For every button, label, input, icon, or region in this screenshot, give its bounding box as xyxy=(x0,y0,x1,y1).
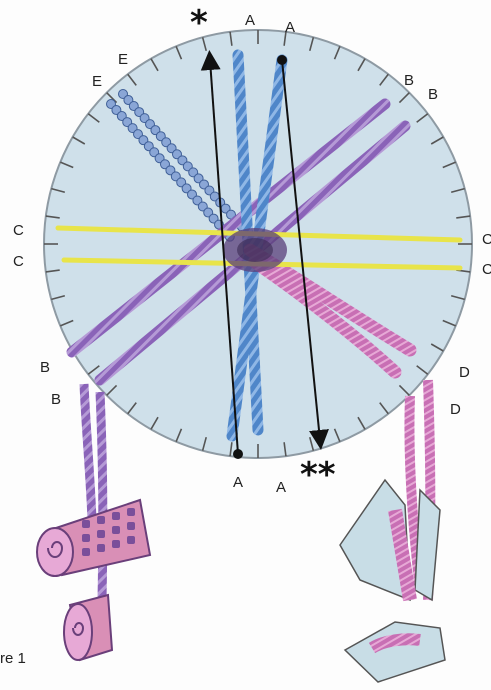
label-b-top-2: B xyxy=(428,87,438,102)
label-e-2: E xyxy=(92,74,102,89)
bobbin-hole xyxy=(127,522,135,530)
arrow-up-start-dot xyxy=(233,449,243,459)
arrow-down-start-dot xyxy=(277,55,287,65)
bobbin-right-upper xyxy=(340,480,440,600)
double-star-marker: ** xyxy=(300,458,336,492)
figure-caption: re 1 xyxy=(0,650,26,667)
label-a-bottom-left: A xyxy=(233,475,243,490)
hanging-thread-left-1 xyxy=(84,384,92,520)
label-a-bottom-right: A xyxy=(276,480,286,495)
label-c-left-1: C xyxy=(13,223,24,238)
single-star-marker: * xyxy=(190,6,208,40)
label-d-right-1: D xyxy=(459,365,470,380)
label-d-right-2: D xyxy=(450,402,461,417)
bobbin-hole xyxy=(112,526,120,534)
bobbin-hole xyxy=(82,534,90,542)
bobbin-hole xyxy=(112,540,120,548)
bobbin-hole xyxy=(127,508,135,516)
label-b-left-2: B xyxy=(51,392,61,407)
label-e-1: E xyxy=(118,52,128,67)
hanging-thread-left-2 xyxy=(100,392,103,600)
label-a-top-left: A xyxy=(245,13,255,28)
bobbin-hole xyxy=(82,520,90,528)
label-c-left-2: C xyxy=(13,254,24,269)
bobbin-right-lower xyxy=(345,622,445,682)
bobbin-hole xyxy=(127,536,135,544)
bobbin-hole xyxy=(97,530,105,538)
center-hole xyxy=(237,238,273,262)
bobbin-hole xyxy=(97,544,105,552)
label-b-top-1: B xyxy=(404,73,414,88)
bobbin-hole xyxy=(97,516,105,524)
bobbin-hole xyxy=(82,548,90,556)
label-c-right-1: C xyxy=(482,232,491,247)
label-b-left-1: B xyxy=(40,360,50,375)
label-c-right-2: C xyxy=(482,262,491,277)
bobbin-hole xyxy=(112,512,120,520)
label-a-top-right: A xyxy=(285,20,295,35)
bobbin-left-lower xyxy=(64,595,112,660)
